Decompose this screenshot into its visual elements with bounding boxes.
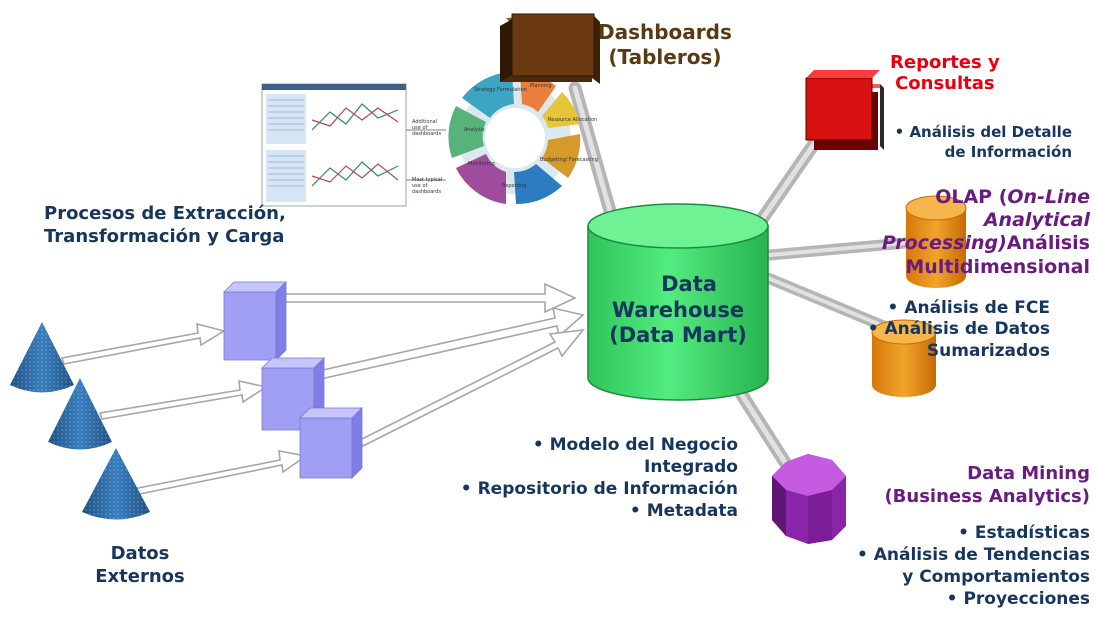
arrow-cube2-to-dw bbox=[304, 306, 585, 383]
data-mining-bullets: Estadísticas Análisis de Tendencias y Co… bbox=[800, 522, 1090, 610]
data-mining-bullet1: Estadísticas bbox=[958, 523, 1090, 543]
olap-suffix: Análisis bbox=[1006, 232, 1090, 255]
dashboard-screenshot-thumbnail bbox=[261, 83, 446, 207]
olap-prefix: OLAP ( bbox=[935, 186, 1008, 208]
data-mining-line1: Data Mining bbox=[967, 463, 1090, 484]
datos-externos-line1: Datos bbox=[110, 543, 170, 564]
center-bullets: Modelo del Negocio Integrado Repositorio… bbox=[406, 434, 738, 522]
etl-cube-icon bbox=[223, 281, 363, 479]
reportes-line2: Consultas bbox=[895, 73, 995, 95]
arrow-cube3-to-dw bbox=[358, 328, 585, 448]
dashboard-cycle-diagram bbox=[448, 72, 581, 205]
etl-title: Procesos de Extracción, Transformación y… bbox=[44, 202, 286, 249]
dashboards-line1: Dashboards bbox=[598, 20, 732, 44]
center-bullet1-line2: Integrado bbox=[644, 457, 738, 478]
cycle-step-label: Monitoring bbox=[468, 161, 495, 167]
etl-line1: Procesos de Extracción, bbox=[44, 203, 286, 224]
olap-cylinder-icon bbox=[871, 195, 967, 397]
external-data-cone-icon bbox=[10, 322, 150, 520]
olap-bullet1: Análisis de FCE bbox=[888, 298, 1050, 318]
dw-line2: Warehouse bbox=[611, 297, 745, 322]
center-bullet3: Metadata bbox=[630, 501, 738, 521]
thumbnail-note-bottom: Most typical use of dashboards bbox=[412, 177, 443, 195]
datos-externos-label: Datos Externos bbox=[70, 542, 210, 589]
reportes-line1: Reportes y bbox=[890, 52, 1000, 73]
dashboards-label: Dashboards (Tableros) bbox=[598, 20, 732, 70]
cycle-step-label: Resource Allocation bbox=[548, 117, 598, 123]
data-mining-bullet2-line2: y Comportamientos bbox=[902, 567, 1090, 588]
cycle-step-label: Analysis bbox=[464, 127, 485, 133]
data-mining-bullet3: Proyecciones bbox=[947, 589, 1090, 609]
reportes-bullet-line2: de Información bbox=[944, 143, 1072, 162]
olap-italic2: Analytical bbox=[983, 209, 1090, 232]
olap-line4: Multidimensional bbox=[905, 255, 1090, 278]
center-bullet1-line1: Modelo del Negocio bbox=[533, 435, 738, 455]
datos-externos-line2: Externos bbox=[95, 566, 185, 588]
etl-line2: Transformación y Carga bbox=[44, 226, 285, 248]
olap-italic3: Processing) bbox=[881, 232, 1007, 255]
arrow-cone2-to-cube2 bbox=[98, 379, 269, 420]
dw-line3: (Data Mart) bbox=[609, 323, 747, 348]
arrow-cube1-to-dw bbox=[284, 282, 577, 314]
mining-octagon-icon bbox=[772, 454, 846, 544]
olap-bullet2-line2: Sumarizados bbox=[926, 340, 1050, 361]
olap-bullet2-line1: Análisis de Datos bbox=[868, 319, 1050, 339]
cycle-step-label: Budgeting/ Forecasting bbox=[540, 157, 598, 163]
cycle-step-label: Strategy Formulation bbox=[474, 87, 527, 93]
olap-italic1: On-Line bbox=[1007, 186, 1090, 208]
data-mining-label: Data Mining (Business Analytics) bbox=[856, 462, 1090, 509]
olap-bullets: Análisis de FCE Análisis de Datos Sumari… bbox=[836, 298, 1050, 362]
arrow-cone3-to-cube3 bbox=[126, 450, 309, 497]
cycle-step-label: Reporting bbox=[502, 183, 527, 189]
center-bullet2: Repositorio de Información bbox=[461, 479, 738, 499]
reportes-bullet-line1: Análisis del Detalle bbox=[895, 123, 1072, 141]
data-mining-line2: (Business Analytics) bbox=[884, 486, 1090, 508]
arrow-cone1-to-cube1 bbox=[60, 322, 227, 365]
cycle-step-label: Planning bbox=[530, 83, 552, 89]
data-warehouse-cylinder bbox=[587, 203, 769, 401]
reportes-bullets: Análisis del Detalle de Información bbox=[866, 122, 1072, 163]
reportes-label: Reportes y Consultas bbox=[890, 52, 1000, 94]
etl-arrows bbox=[60, 282, 585, 497]
report-book-icon bbox=[805, 70, 884, 150]
olap-label: OLAP (On-Line Analytical Processing)Anál… bbox=[846, 186, 1090, 279]
dw-line1: Data bbox=[661, 272, 717, 296]
dashboard-book-icon bbox=[500, 13, 600, 84]
thumbnail-note-top: Additional use of dashboards bbox=[412, 119, 442, 137]
data-mining-bullet2-line1: Análisis de Tendencias bbox=[857, 545, 1090, 565]
data-warehouse-label: Data Warehouse (Data Mart) bbox=[588, 272, 768, 349]
dashboards-line2: (Tableros) bbox=[608, 45, 722, 69]
